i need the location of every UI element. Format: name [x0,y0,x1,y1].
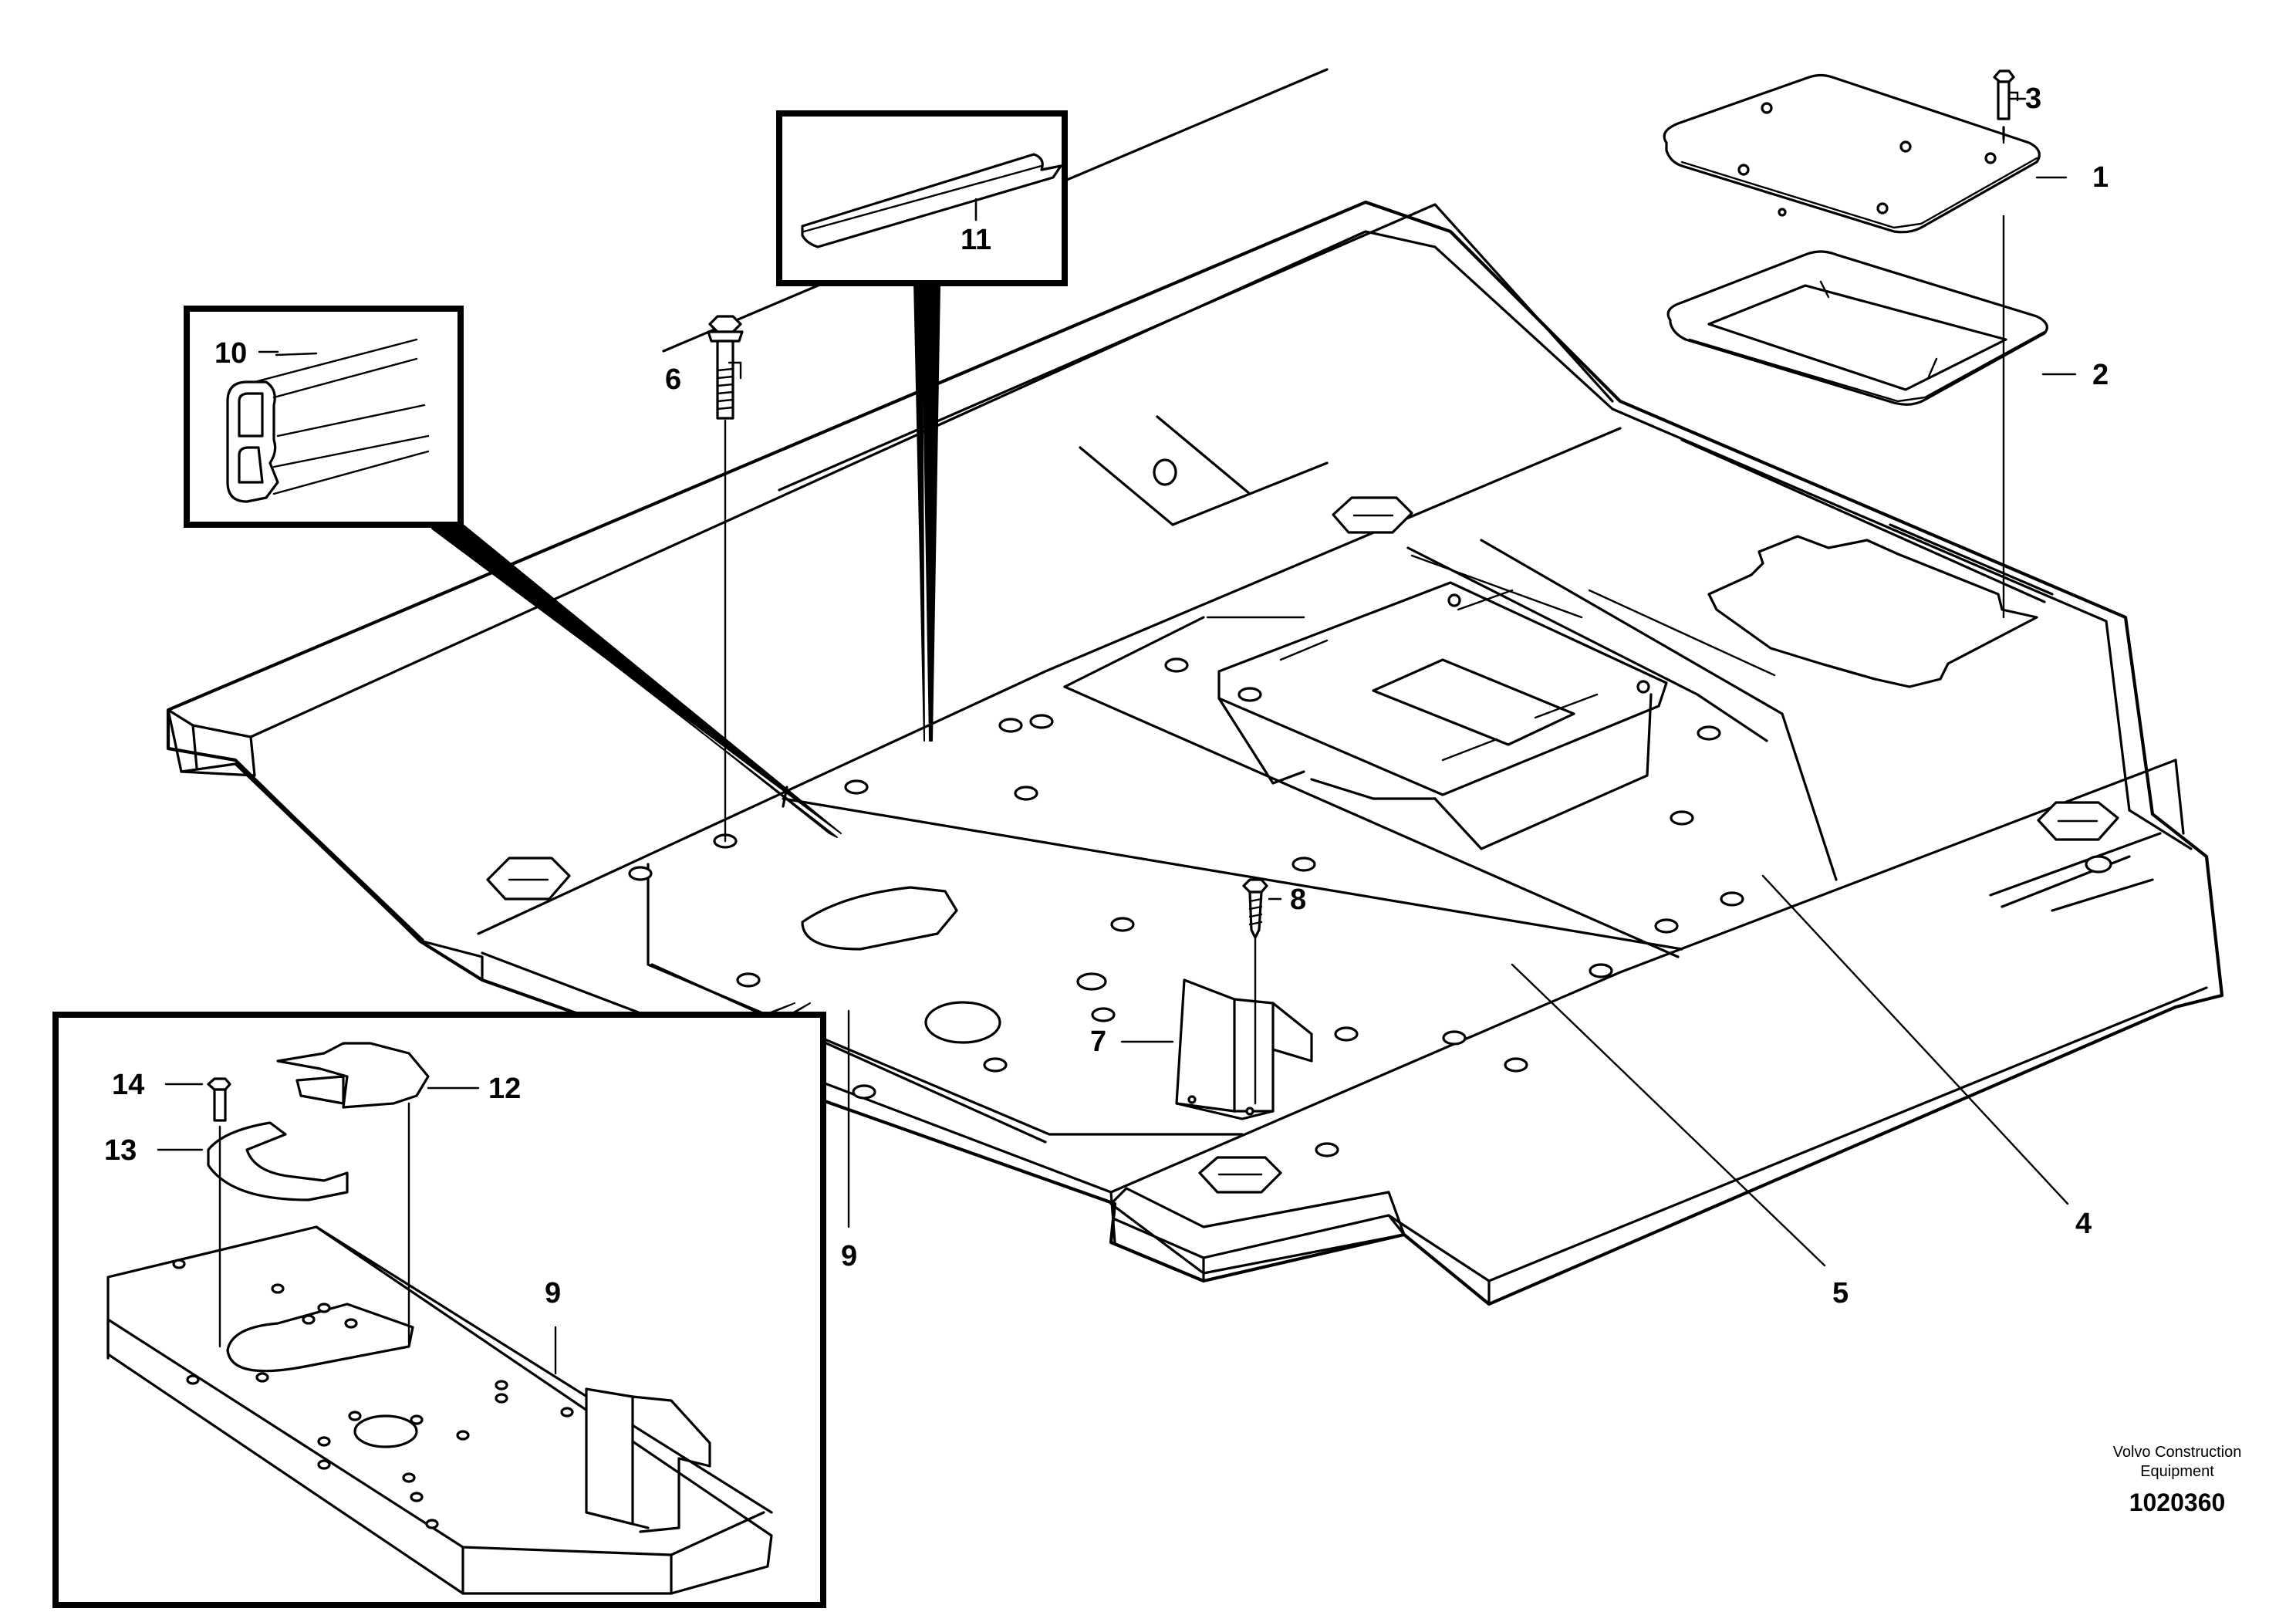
inset-bolt-hole [425,1519,439,1529]
bolt-hole [1697,725,1721,741]
inset-bolt-hole [495,1380,508,1391]
mounting-pads [486,496,2119,1194]
bolt-hole [1164,657,1189,673]
bolt-hole [1504,1057,1528,1073]
callout-12: 12 [488,1073,521,1105]
inset-bolt-hole [410,1492,424,1502]
rear-deck-details [1079,415,2054,603]
inset-bolt-hole [172,1259,186,1269]
leader-lines [157,91,2077,1375]
inset-bolt-hole [495,1393,508,1404]
callout-7: 7 [1090,1026,1106,1058]
bolt-hole [736,972,761,988]
credit-line-2: Equipment [2140,1463,2214,1480]
callout-9-main: 9 [841,1240,857,1272]
right-deck-details [1989,832,2162,912]
bolt-hole [1670,810,1694,826]
inset-bolt-hole [560,1407,574,1418]
inset-bolt-hole [402,1472,416,1483]
callouts: 1 2 3 4 5 6 7 8 9 9 10 11 12 13 14 [104,83,2109,1309]
inset-bolt-hole [255,1372,269,1383]
inset-bolt-hole [317,1303,331,1313]
bolt-6 [707,315,744,843]
callout-1: 1 [2092,161,2109,194]
inset-bolt-hole [456,1430,470,1441]
callout-5: 5 [1832,1277,1849,1309]
bolt-hole [1654,918,1679,934]
inset-bolt-hole [317,1459,331,1470]
credit-block: Volvo Construction Equipment 1020360 [2113,1444,2242,1516]
bolt-holes [628,657,1744,1157]
bolt-hole [628,866,653,881]
inset-bolt-hole [348,1411,362,1421]
inset-bolt-hole [344,1318,358,1329]
detail-box-10 [184,306,842,838]
floor-recess [1707,535,2038,688]
bolt-hole [1720,891,1744,907]
bolt-hole [998,718,1023,733]
bolt-hole [1334,1026,1359,1042]
inset-bolt-hole [410,1414,424,1425]
bolt-hole [1029,714,1054,729]
bracket-7 [1175,978,1313,1120]
bolt-hole [852,1084,876,1100]
bolt-hole [1014,786,1038,801]
bolt-hole [1442,1030,1467,1046]
screw-8 [1242,878,1268,1105]
bolt-hole [1110,917,1135,932]
bolt-hole [1292,857,1316,872]
inset-bolt-hole [186,1374,200,1385]
callout-4: 4 [2075,1208,2092,1240]
callout-3: 3 [2025,83,2041,115]
center-housing [1217,581,1668,850]
callout-11: 11 [961,224,991,256]
bolt-hole [1589,963,1613,978]
callout-2: 2 [2092,359,2109,391]
callout-13: 13 [104,1134,137,1167]
bolt-hole [1091,1007,1116,1022]
bolt-hole [844,779,869,795]
floor-frame [166,68,2224,1306]
bolt-hole [983,1057,1008,1073]
cover-plate-1 [1663,73,2041,234]
callout-14: 14 [112,1069,144,1101]
floor-plate-5-and-4 [1063,539,1838,958]
inset-bolt-hole [271,1283,285,1294]
detail-box-11 [776,110,1068,742]
drawing-number: 1020360 [2129,1489,2226,1516]
screw-3 [1993,69,2015,140]
inset-bolt-hole [317,1436,331,1447]
callout-8: 8 [1290,884,1306,916]
bolt-hole [1237,687,1262,702]
callout-10: 10 [214,337,247,370]
gasket-frame-2 [1666,250,2048,406]
bolt-hole [1315,1142,1339,1157]
detail-box-9 [52,1002,826,1608]
callout-6: 6 [665,363,681,396]
callout-9-inset: 9 [545,1277,561,1309]
inset-bolt-hole [302,1314,316,1325]
credit-line-1: Volvo Construction [2113,1444,2242,1461]
